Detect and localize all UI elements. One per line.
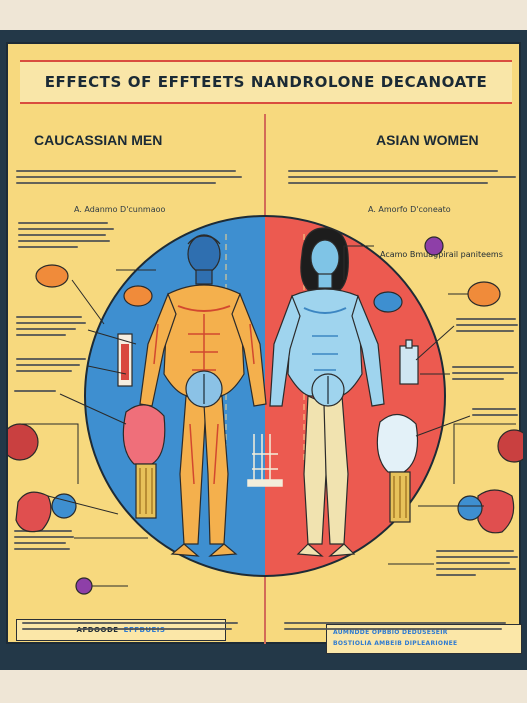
right-intro-text: [288, 170, 516, 188]
left-intro-text: [16, 170, 242, 188]
right-bottom-label-b: BOSTIOLIA AMBEIB DIPLEARIONEE: [333, 640, 458, 647]
left-callout-2: [16, 316, 86, 340]
left-bottom-label-a: AFDOODE: [76, 626, 119, 634]
left-callout-4: [14, 390, 58, 396]
right-footer-notes: [284, 622, 512, 634]
male-figure: [139, 234, 267, 557]
left-footer-notes: [22, 622, 242, 634]
left-subtitle: A. Adanmo D'cunmaoo: [74, 205, 166, 214]
infographic-poster: EFFECTS OF EFFTEETS NANDROLONE DECANOATE…: [6, 42, 523, 654]
right-callout-2: [456, 318, 518, 336]
left-bottom-label-b: EFFBUEIS: [123, 626, 166, 634]
anatomy-diagram: [8, 215, 523, 595]
right-organs: [373, 236, 523, 534]
center-gauge: [247, 434, 283, 487]
left-callout-5: [14, 530, 74, 554]
left-bottom-label: AFDOODE EFFBUEIS: [16, 619, 226, 641]
poster-title: EFFECTS OF EFFTEETS NANDROLONE DECANOATE: [44, 73, 488, 91]
poster-board: EFFECTS OF EFFTEETS NANDROLONE DECANOATE…: [0, 30, 527, 670]
right-subtitle: A. Amorfo D'coneato: [368, 205, 451, 214]
callout-lines: [18, 245, 516, 587]
right-bottom-label-a: AUMNDDE OPBBIO DEDUSESEIR: [333, 629, 448, 636]
left-callout-3: [16, 358, 86, 376]
right-callout-top: Acamo Bmuagpirail paniteems: [380, 250, 503, 259]
right-callout-3: [452, 366, 518, 384]
female-figure: [269, 227, 385, 557]
left-heading: CAUCASSIAN MEN: [34, 132, 163, 148]
title-band: EFFECTS OF EFFTEETS NANDROLONE DECANOATE: [20, 60, 512, 104]
right-callout-5: [436, 550, 518, 580]
right-callout-4: [472, 408, 518, 420]
left-callout-1: [18, 222, 114, 252]
comparison-circle: [85, 216, 445, 576]
right-heading: ASIAN WOMEN: [376, 132, 479, 148]
